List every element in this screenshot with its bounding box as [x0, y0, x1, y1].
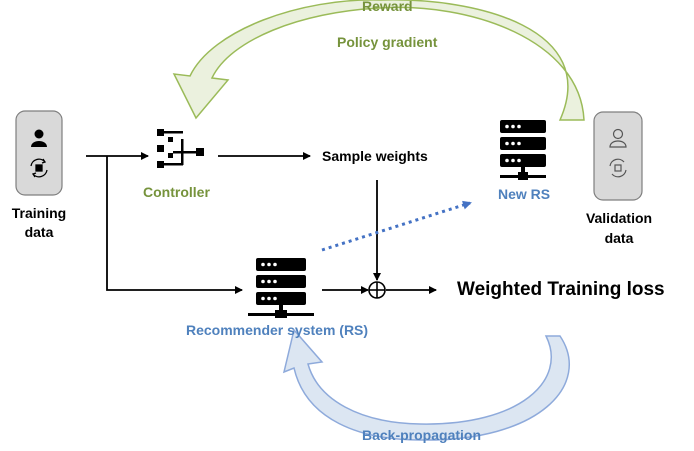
- policy-gradient-arrow: [172, 0, 585, 121]
- new-rs-label: New RS: [498, 186, 551, 202]
- server-rack-icon: [248, 258, 314, 318]
- weighted-training-loss-label: Weighted Training loss: [457, 279, 665, 300]
- policy-gradient-label: Policy gradient: [337, 34, 438, 50]
- recycle-cube-icon: [609, 158, 627, 178]
- recommender-system-label: Recommender system (RS): [186, 322, 369, 338]
- flow-connectors: [86, 152, 437, 294]
- back-propagation-arrow: [282, 328, 570, 441]
- training-data-label: Training data: [11, 205, 67, 240]
- user-icon: [31, 129, 47, 147]
- training-data-card: [15, 110, 63, 196]
- validation-data-card: [593, 111, 643, 201]
- validation-data-label: Validation data: [585, 210, 653, 246]
- user-outline-icon: [609, 128, 627, 148]
- server-rack-icon: [500, 120, 546, 180]
- recycle-cube-icon: [30, 158, 48, 178]
- back-propagation-label: Back-propagation: [362, 427, 482, 443]
- sample-weights-label: Sample weights: [322, 148, 428, 164]
- hierarchy-network-icon: [157, 129, 204, 168]
- dotted-update-arrow: [321, 200, 472, 252]
- reward-label: Reward: [362, 0, 413, 14]
- controller-label: Controller: [143, 184, 210, 200]
- circled-plus-icon: [368, 281, 386, 299]
